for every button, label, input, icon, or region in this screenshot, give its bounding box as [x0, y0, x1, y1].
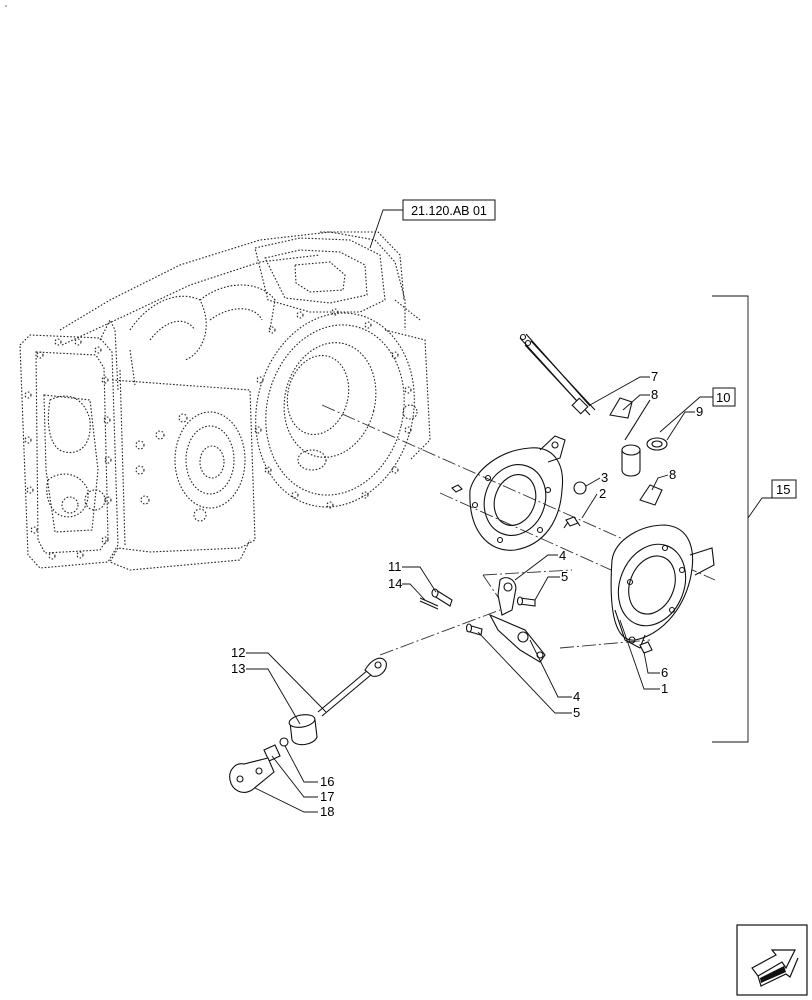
- callout-17: 17: [320, 789, 334, 804]
- callout-1: 1: [661, 681, 668, 696]
- transmission-housing: [19, 231, 431, 571]
- part-8-clip-lower: [639, 484, 663, 506]
- part-9-washer: [646, 437, 668, 451]
- callout-7: 7: [651, 369, 658, 384]
- reference-leader: [369, 209, 403, 249]
- callout-2: 2: [599, 486, 606, 501]
- part-2-fitting: [563, 516, 581, 529]
- part-3-ball: [573, 481, 587, 495]
- callout-4-lower: 4: [573, 689, 580, 704]
- callout-15-box: [771, 479, 797, 499]
- part-7-rod: [519, 333, 596, 416]
- part-11-pin: [431, 588, 453, 607]
- callout-12: 12: [231, 645, 245, 660]
- callout-8-lower: 8: [669, 467, 676, 482]
- callout-15: 15: [776, 482, 790, 497]
- corner-mark: [5, 5, 7, 7]
- group-15-bracket: [712, 295, 749, 743]
- part-12-pull-rod: [317, 657, 387, 717]
- callout-5-lower: 5: [573, 705, 580, 720]
- callout-6: 6: [661, 665, 668, 680]
- part-4-link-upper: [497, 577, 517, 616]
- callout-11: 11: [388, 559, 402, 574]
- part-14-cotter-pin: [419, 597, 439, 610]
- callout-10: 10: [716, 390, 730, 405]
- callout-16: 16: [320, 774, 334, 789]
- part-16-nut: [279, 737, 289, 747]
- callout-9: 9: [696, 404, 703, 419]
- reference-text: 21.120.AB 01: [411, 204, 487, 218]
- part-6-bolt: [639, 641, 653, 654]
- part-4-link-lower: [488, 613, 546, 663]
- callout-13: 13: [231, 661, 245, 676]
- part-17-fitting: [263, 744, 281, 762]
- part-8-clip-upper: [609, 397, 633, 419]
- reference-label-box[interactable]: 21.120.AB 01: [402, 199, 496, 221]
- callout-5-upper: 5: [561, 569, 568, 584]
- callout-10-box: [712, 387, 736, 407]
- part-5-pin-upper: [516, 596, 536, 607]
- callout-14: 14: [388, 576, 402, 591]
- callout-4-upper: 4: [559, 548, 566, 563]
- callout-labels: 1 2 3 4 4 5 5 6 7 8 8 9 10 11 12 13 14 1…: [231, 369, 790, 819]
- next-page-arrow-icon[interactable]: [736, 924, 808, 996]
- part-10-sleeve: [621, 399, 651, 477]
- brake-flange-plate: [451, 435, 566, 551]
- callout-18: 18: [320, 804, 334, 819]
- part-18-clevis: [229, 757, 275, 793]
- callout-8-upper: 8: [651, 387, 658, 402]
- leader-lines: [246, 376, 713, 813]
- part-1-brake-disc: [610, 524, 715, 649]
- group-15-leader: [747, 497, 772, 519]
- callout-3: 3: [601, 470, 608, 485]
- part-13-cup: [288, 714, 318, 746]
